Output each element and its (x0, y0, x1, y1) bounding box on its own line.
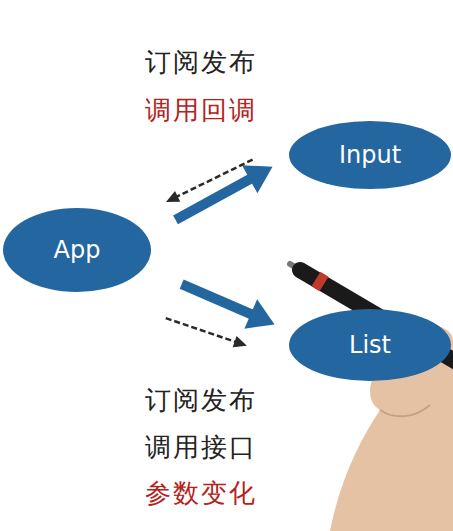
thin-arrow-head (166, 191, 180, 202)
thick-arrow-shaft (176, 177, 255, 220)
arrow-connector (182, 284, 275, 329)
thin-arrow-head (233, 336, 247, 347)
note-text: 参数变化 (145, 476, 257, 511)
note-text: 调用回调 (145, 93, 257, 128)
thick-arrow-head (244, 299, 274, 328)
thick-arrow-head (242, 165, 272, 193)
ellipse-node: List (288, 308, 452, 382)
pen-band (316, 279, 324, 284)
thin-arrow-shaft (166, 318, 237, 342)
thin-arrow-shaft (175, 160, 252, 198)
node-label: List (349, 331, 391, 359)
node-label: App (54, 236, 101, 264)
ellipse-node: App (2, 207, 152, 293)
node-label: Input (339, 141, 401, 169)
note-text: 订阅发布 (145, 383, 257, 418)
ellipse-node: Input (288, 120, 452, 190)
ellipse-fill (289, 121, 451, 189)
note-text: 调用接口 (145, 430, 257, 465)
hand-crease (380, 405, 430, 416)
thick-arrow-shaft (182, 284, 256, 316)
ellipse-fill (289, 309, 451, 381)
arrow-connector (166, 160, 253, 202)
note-text: 订阅发布 (145, 45, 257, 80)
ellipse-fill (3, 208, 151, 292)
arrow-connector (166, 318, 247, 347)
